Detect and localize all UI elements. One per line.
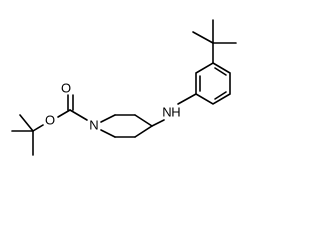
bond — [57, 109, 71, 118]
bond — [32, 124, 44, 132]
structure-canvas: O O N N H — [11, 19, 237, 156]
bond — [19, 114, 34, 132]
bond — [151, 119, 165, 127]
aromatic-double-bond — [214, 91, 227, 100]
ester-oxygen-label: O — [45, 112, 55, 127]
aromatic-double-bond — [214, 67, 227, 76]
bond — [100, 114, 116, 123]
bond — [69, 109, 88, 121]
amine-nitrogen-label: N — [162, 104, 171, 119]
carbonyl-oxygen-label: O — [61, 80, 71, 95]
bond — [177, 93, 197, 105]
molecule-drawing: O O N N H — [11, 19, 237, 156]
piperidine-nitrogen-label: N — [89, 117, 98, 132]
amine-hydrogen-label: H — [171, 104, 180, 119]
bond — [192, 31, 214, 44]
bond — [134, 114, 153, 127]
bond — [134, 125, 153, 138]
bond — [100, 129, 116, 138]
phenyl-ring — [195, 62, 231, 105]
